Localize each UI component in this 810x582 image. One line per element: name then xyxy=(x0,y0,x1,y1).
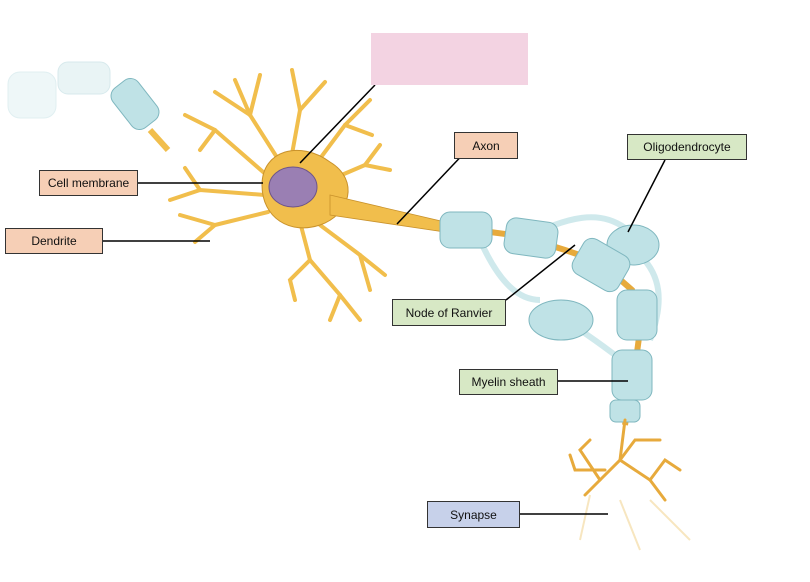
synapse-label: Synapse xyxy=(427,501,520,528)
dendrite-label: Dendrite xyxy=(5,228,103,254)
oligodendrocyte-cell-body-2 xyxy=(528,299,594,341)
axon-terminals xyxy=(568,418,682,502)
axon-label: Axon xyxy=(454,132,518,159)
incoming-axon xyxy=(7,61,111,119)
leader-lines xyxy=(103,84,666,515)
nucleus xyxy=(268,166,318,208)
incoming-myelin xyxy=(110,77,171,153)
cell-membrane-label: Cell membrane xyxy=(39,170,138,196)
faded-terminals xyxy=(579,494,691,551)
myelin-sheath-segments xyxy=(439,211,658,423)
soma xyxy=(261,149,349,229)
node-of-ranvier-label: Node of Ranvier xyxy=(392,299,506,326)
blank-label-box xyxy=(371,33,528,85)
myelin-sheath-label: Myelin sheath xyxy=(459,369,558,395)
oligodendrocyte-label: Oligodendrocyte xyxy=(627,134,747,160)
